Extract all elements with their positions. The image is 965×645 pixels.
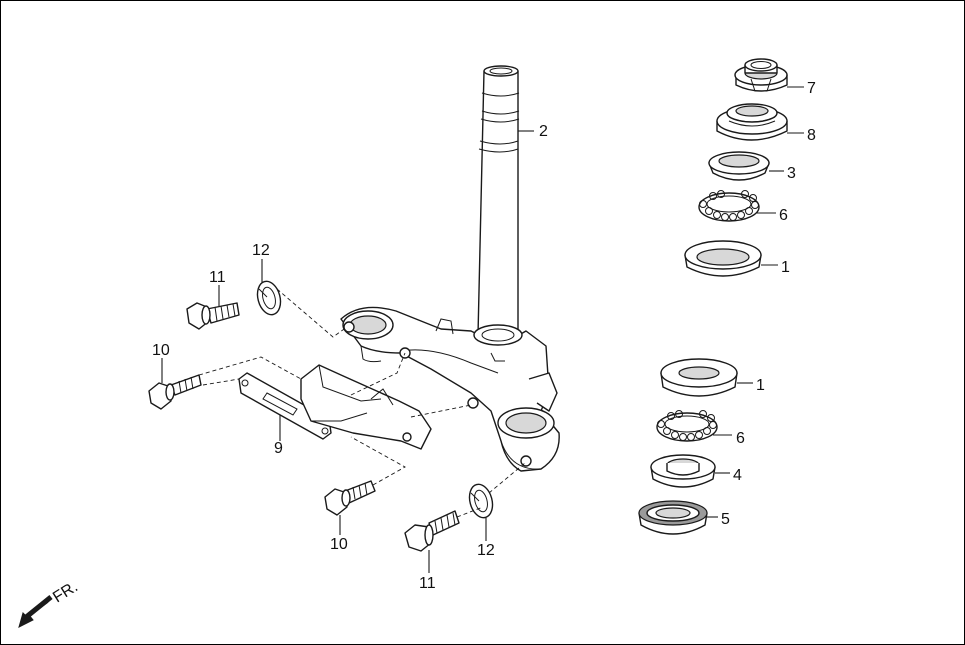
cone-race-3-part bbox=[708, 151, 770, 181]
bolt-11-top-part bbox=[186, 302, 240, 330]
callout-1-top: 1 bbox=[781, 259, 790, 276]
steering-stem-part bbox=[477, 65, 520, 336]
bolt-10-top-part bbox=[148, 374, 202, 410]
lock-nut-7-part bbox=[734, 58, 788, 92]
assembly-dashed-lines bbox=[198, 288, 526, 518]
washer-12-top-part bbox=[256, 280, 282, 316]
bolt-11-bottom-part bbox=[404, 510, 460, 552]
callout-12-top: 12 bbox=[252, 242, 270, 259]
callout-12-bottom: 12 bbox=[477, 542, 495, 559]
callout-11-top: 11 bbox=[209, 269, 226, 286]
callout-11-bottom: 11 bbox=[419, 575, 436, 592]
bottom-bridge-part bbox=[340, 306, 560, 472]
threaded-nut-8-part bbox=[716, 103, 788, 141]
callout-7: 7 bbox=[807, 80, 816, 97]
callout-4: 4 bbox=[733, 467, 742, 484]
bolt-10-bottom-part bbox=[324, 480, 376, 516]
callout-labels: 2 7 8 3 6 1 1 6 4 5 12 11 10 9 10 12 11 bbox=[152, 80, 816, 592]
arrow-down-left-icon bbox=[18, 595, 53, 628]
washer-12-bottom-part bbox=[468, 483, 494, 519]
bracket-part bbox=[238, 364, 432, 450]
callout-2: 2 bbox=[539, 123, 548, 140]
callout-10-top: 10 bbox=[152, 342, 170, 359]
cup-race-1-bottom-part bbox=[660, 358, 738, 397]
callout-8: 8 bbox=[807, 127, 816, 144]
ball-bearing-6-top-part bbox=[698, 190, 760, 222]
callout-3: 3 bbox=[787, 165, 796, 182]
callout-1-bottom: 1 bbox=[756, 377, 765, 394]
cup-race-1-top-part bbox=[684, 240, 762, 277]
callout-10-bottom: 10 bbox=[330, 536, 348, 553]
callout-5: 5 bbox=[721, 511, 730, 528]
leader-lines bbox=[161, 86, 804, 573]
callout-9: 9 bbox=[274, 440, 283, 457]
front-indicator: FR. bbox=[18, 578, 81, 628]
ball-bearing-6-bottom-part bbox=[656, 410, 718, 442]
dust-seal-5-part bbox=[638, 500, 708, 535]
callout-6-top: 6 bbox=[779, 207, 788, 224]
cone-race-4-part bbox=[650, 454, 716, 488]
front-label: FR. bbox=[50, 578, 81, 606]
callout-6-bottom: 6 bbox=[736, 430, 745, 447]
